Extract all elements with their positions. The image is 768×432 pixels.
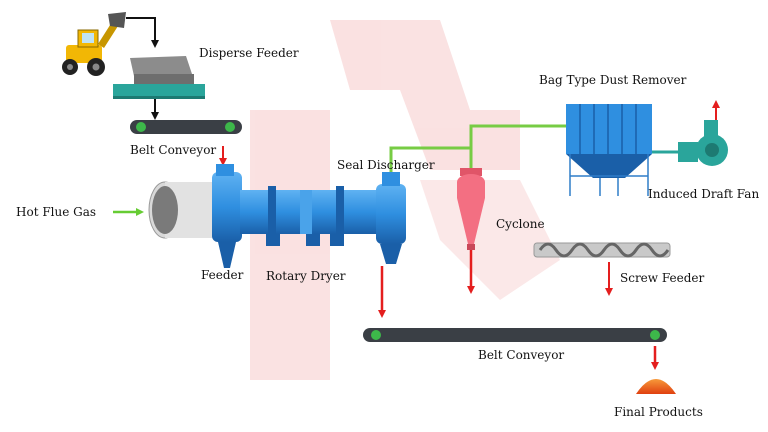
bag-dust-remover-machine xyxy=(566,104,652,196)
label-feeder: Feeder xyxy=(201,268,244,282)
cyclone-machine xyxy=(457,168,485,250)
loader-to-feeder-arrow xyxy=(126,17,159,48)
disperse-feeder-machine xyxy=(113,56,205,99)
label-final-products: Final Products xyxy=(614,405,703,419)
label-belt-conveyor-top: Belt Conveyor xyxy=(130,143,217,157)
final-products-pile-icon xyxy=(636,379,676,394)
screw-feeder-machine xyxy=(533,242,671,258)
induced-draft-fan-machine xyxy=(652,120,728,166)
belt-conveyor-top xyxy=(130,120,242,134)
label-screw-feeder: Screw Feeder xyxy=(620,271,705,285)
label-bag-type-dust-remover: Bag Type Dust Remover xyxy=(539,73,687,87)
label-seal-discharger: Seal Discharger xyxy=(337,158,435,172)
rotary-dryer-machine xyxy=(148,164,406,268)
label-belt-conveyor-bottom: Belt Conveyor xyxy=(478,348,565,362)
label-rotary-dryer: Rotary Dryer xyxy=(266,269,346,283)
label-induced-draft-fan: Induced Draft Fan xyxy=(648,187,760,201)
label-cyclone: Cyclone xyxy=(496,217,545,231)
belt-conveyor-bottom xyxy=(363,328,667,342)
wheel-loader-icon xyxy=(62,12,126,76)
label-disperse-feeder: Disperse Feeder xyxy=(199,46,299,60)
label-hot-flue-gas: Hot Flue Gas xyxy=(16,205,97,219)
gas-duct xyxy=(389,124,570,172)
